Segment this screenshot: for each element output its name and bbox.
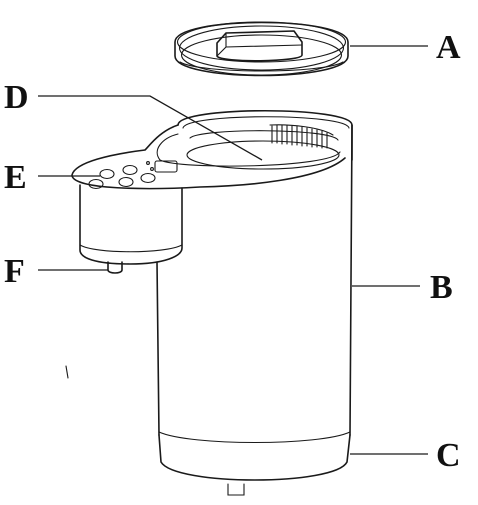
control-panel (71, 124, 346, 265)
callout-d: D (4, 79, 29, 116)
lid (174, 21, 349, 77)
leader-d (38, 95, 263, 161)
button-icon (99, 168, 115, 180)
button-icon (122, 164, 138, 176)
main-body (65, 110, 353, 496)
callout-e: E (4, 159, 27, 196)
leader-lines (38, 45, 428, 455)
callout-labels: A B C D E F (4, 29, 461, 474)
button-icon (118, 176, 134, 188)
button-icon (88, 178, 104, 190)
display-window (154, 160, 178, 173)
callout-b: B (430, 269, 453, 306)
spout (107, 261, 123, 274)
callout-f: F (4, 253, 25, 290)
callout-c: C (436, 437, 461, 474)
vent-grille (269, 124, 334, 149)
buttons (88, 164, 156, 190)
button-icon (140, 172, 156, 184)
callout-a: A (436, 29, 461, 66)
